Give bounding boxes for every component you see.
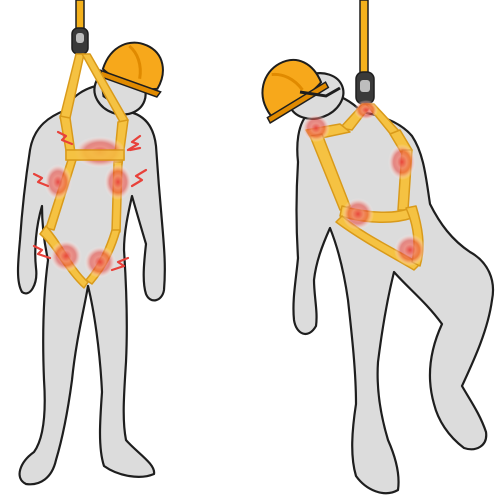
rope-icon — [360, 0, 368, 74]
figure-side — [248, 0, 493, 493]
carabiner-icon — [356, 72, 374, 104]
rope-icon — [76, 0, 84, 30]
carabiner-icon — [72, 28, 88, 54]
figure-front — [18, 0, 173, 484]
